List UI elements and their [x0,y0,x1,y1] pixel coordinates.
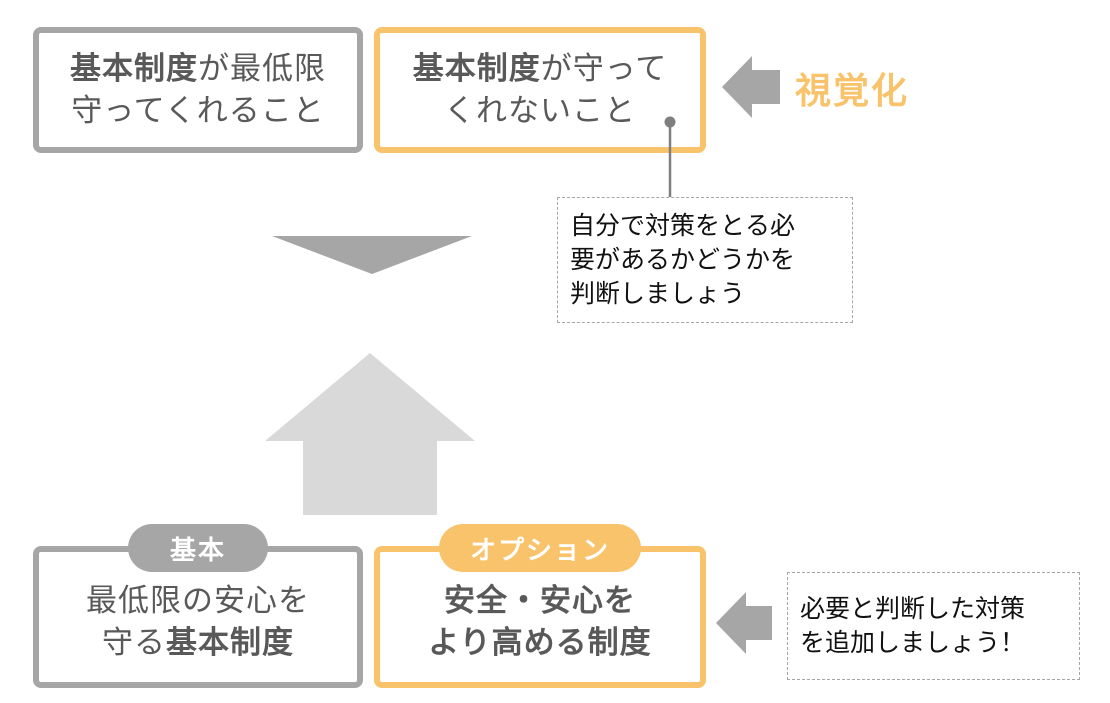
option-system-line2: より高める制度 [428,625,652,661]
not-guaranteed-line1-rest: が守って [540,51,668,87]
left-arrow-icon [722,56,780,118]
add-measures-line: を追加しましょう！ [800,628,1026,657]
callout-connector [664,116,676,200]
basic-system-term: 基本制度 [166,625,294,661]
guaranteed-line1-rest: が最低限 [198,51,326,87]
judge-callout-line: 自分で対策をとる必 [570,211,796,240]
basic-system-line1: 最低限の安心を [86,583,310,619]
guaranteed-by-basic-box: 基本制度が最低限 守ってくれること [33,27,363,153]
guaranteed-by-basic-line2: 守ってくれること [71,93,325,129]
basic-system-term: 基本制度 [412,51,541,87]
visualize-label: 視覚化 [795,71,910,112]
basic-pill: 基本 [128,524,268,572]
not-guaranteed-line2: くれないこと [444,93,636,129]
left-arrow-icon [716,592,772,654]
basic-system-line2-pre: 守る [102,625,166,661]
up-arrow-icon [265,353,475,515]
add-measures-line: 必要と判断した対策 [800,594,1026,623]
add-measures-callout: 必要と判断した対策 を追加しましょう！ [787,572,1080,680]
down-chevron-icon [272,236,472,274]
judge-callout-line: 判断しましょう [570,279,746,308]
option-pill: オプション [439,524,641,572]
basic-system-term: 基本制度 [70,51,198,87]
not-guaranteed-by-basic-box: 基本制度が守って くれないこと [374,27,706,153]
basic-system-line2: 守る基本制度 [102,622,294,664]
not-guaranteed-line1: 基本制度が守って [413,48,667,90]
guaranteed-by-basic-line1: 基本制度が最低限 [70,48,326,90]
judge-callout: 自分で対策をとる必 要があるかどうかを 判断しましょう [557,197,853,323]
option-system-line1: 安全・安心を [444,583,636,619]
judge-callout-line: 要があるかどうかを [570,245,796,274]
